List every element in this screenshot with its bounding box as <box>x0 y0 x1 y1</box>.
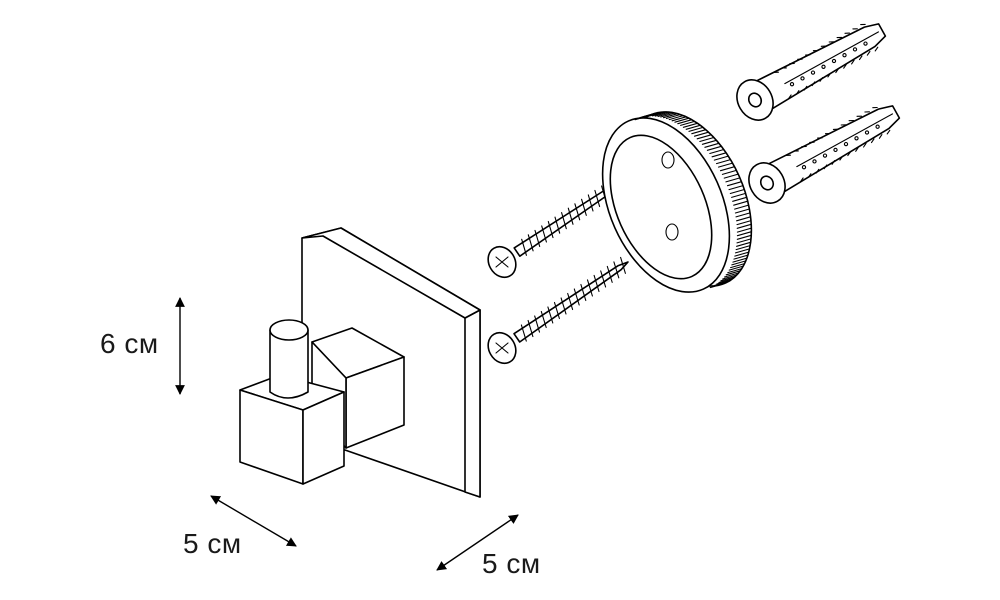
wall-plug-icon <box>748 105 901 204</box>
height-dimension-label: 6 см <box>100 328 159 359</box>
screw-icon <box>487 256 629 365</box>
width-dimension-label: 5 см <box>482 548 541 579</box>
hook-pin <box>269 329 309 399</box>
width-arrow <box>436 514 519 571</box>
wall-plate-top <box>301 227 481 319</box>
wall-plate-side <box>464 309 481 498</box>
hook-cube-side <box>302 391 345 485</box>
wall-plug-icon <box>736 23 887 121</box>
depth-arrow <box>210 495 297 547</box>
round-mounting-base-icon <box>601 111 753 293</box>
hook-assembly-icon <box>239 227 481 498</box>
depth-dimension-label: 5 см <box>183 528 242 559</box>
screw-icon <box>487 172 629 279</box>
